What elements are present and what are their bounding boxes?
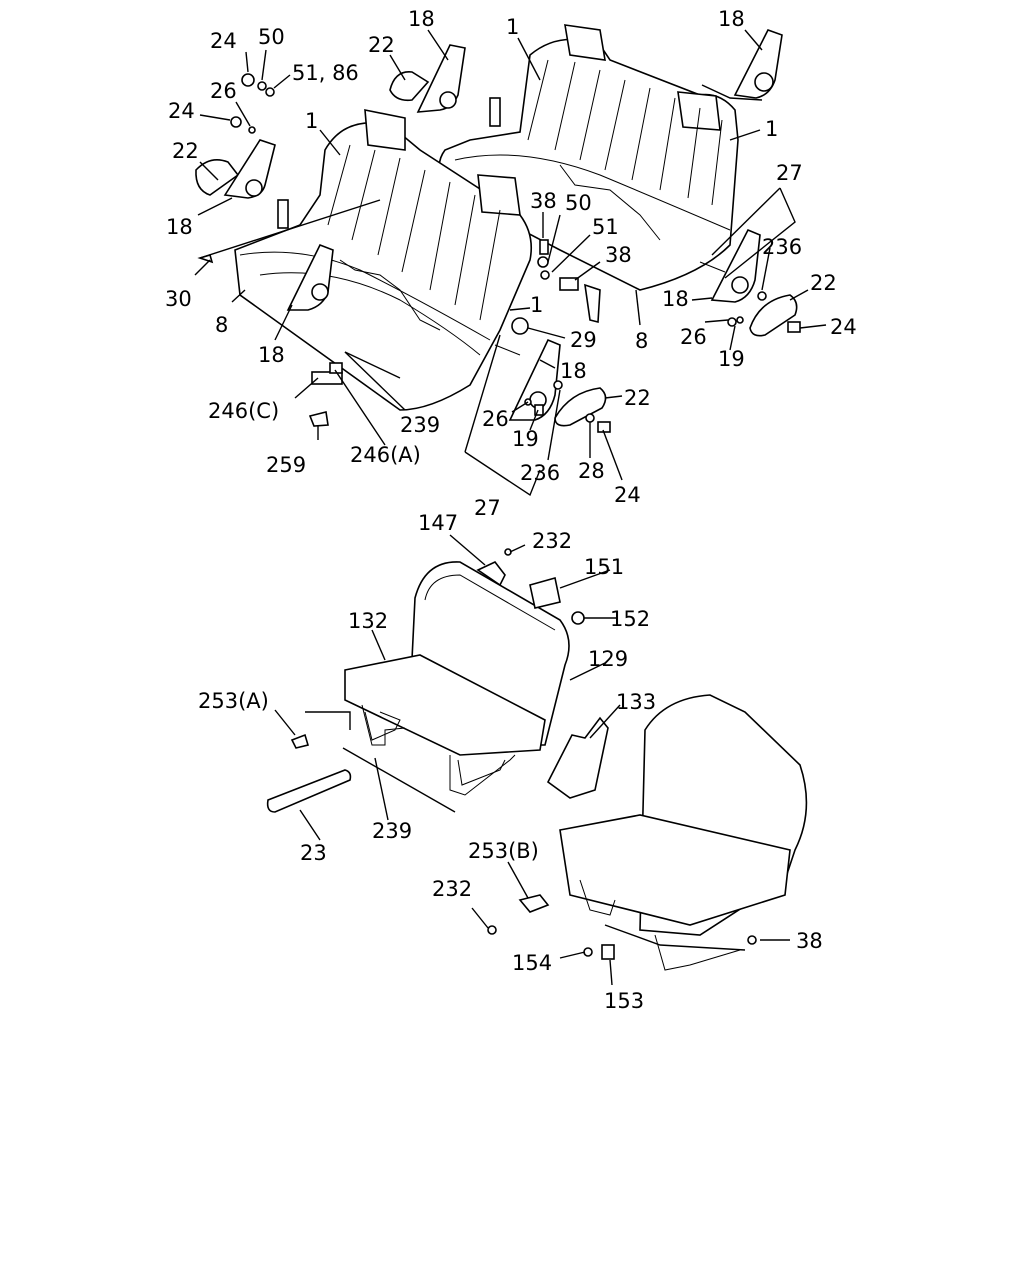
callout-153: 153 <box>604 989 644 1013</box>
callout-18-c: 18 <box>718 7 745 31</box>
hardware-lower-left <box>286 243 401 427</box>
callout-22-c: 22 <box>810 271 837 295</box>
callout-239-b: 239 <box>372 819 412 843</box>
callout-30: 30 <box>165 287 192 311</box>
callout-22-b: 22 <box>368 33 395 57</box>
callout-18-a: 18 <box>166 215 193 239</box>
recliner-18-e <box>508 338 561 421</box>
cover-23 <box>266 769 352 813</box>
callout-22-d: 22 <box>624 386 651 410</box>
callout-24-d: 24 <box>614 483 641 507</box>
callout-129: 129 <box>588 647 628 671</box>
callout-27-b: 27 <box>474 496 501 520</box>
hardware-center <box>494 239 611 433</box>
recliner-cover-22-d <box>554 387 607 427</box>
callout-253-a: 253(A) <box>198 689 269 713</box>
callout-1-a: 1 <box>506 15 519 39</box>
callout-232-a: 232 <box>532 529 572 553</box>
callout-29: 29 <box>570 328 597 352</box>
callout-26-c: 26 <box>482 407 509 431</box>
callout-27-a: 27 <box>776 161 803 185</box>
callout-236-b: 236 <box>520 461 560 485</box>
bench-cushion-132 <box>344 654 546 756</box>
callout-259: 259 <box>266 453 306 477</box>
callout-8-a: 8 <box>215 313 228 337</box>
callout-51: 51 <box>592 215 619 239</box>
callout-133: 133 <box>616 690 656 714</box>
hardware-right <box>699 228 801 337</box>
callout-151: 151 <box>584 555 624 579</box>
callout-38-c: 38 <box>796 929 823 953</box>
callout-18-e: 18 <box>258 343 285 367</box>
callout-26-a: 26 <box>210 79 237 103</box>
callout-1-c: 1 <box>765 117 778 141</box>
callout-147: 147 <box>418 511 458 535</box>
callout-26-b: 26 <box>680 325 707 349</box>
callout-1-b: 1 <box>305 109 318 133</box>
hardware-top-right <box>733 29 783 99</box>
recliner-cover-22-b <box>389 71 430 102</box>
hardware-top-center <box>389 44 501 127</box>
clip-253-a <box>290 733 310 749</box>
callout-8-b: 8 <box>635 329 648 353</box>
callout-22-a: 22 <box>172 139 199 163</box>
recliner-cover-22-c <box>749 294 798 337</box>
handle-147 <box>476 561 506 587</box>
callout-24-a: 24 <box>210 29 237 53</box>
callout-18-d: 18 <box>662 287 689 311</box>
callout-38-a: 38 <box>530 189 557 213</box>
callout-236-a: 236 <box>762 235 802 259</box>
callout-50-a: 50 <box>258 25 285 49</box>
callout-24-b: 24 <box>168 99 195 123</box>
bench-seat <box>344 561 570 796</box>
hinge-133 <box>546 716 609 799</box>
callout-18-f: 18 <box>560 359 587 383</box>
seat-rear-right <box>438 24 739 291</box>
hardware-top-left <box>195 73 289 264</box>
callout-239-a: 239 <box>400 413 440 437</box>
callout-152: 152 <box>610 607 650 631</box>
callout-253-b: 253(B) <box>468 839 539 863</box>
seat-front-left <box>234 109 533 411</box>
callout-51-86: 51, 86 <box>292 61 359 85</box>
callout-labels: 24 50 51, 86 26 24 22 18 18 22 1 1 18 1 … <box>165 7 857 1013</box>
callout-18-b: 18 <box>408 7 435 31</box>
clip-253-b <box>518 894 550 913</box>
callout-132: 132 <box>348 609 388 633</box>
bench-hardware <box>266 548 757 960</box>
callout-19-b: 19 <box>512 427 539 451</box>
callout-23: 23 <box>300 841 327 865</box>
callout-24-c: 24 <box>830 315 857 339</box>
callout-1-d: 1 <box>530 293 543 317</box>
bracket-151 <box>529 576 561 609</box>
callout-50-b: 50 <box>565 191 592 215</box>
leader-lines-top <box>194 29 827 497</box>
callout-232-b: 232 <box>432 877 472 901</box>
callout-246-a: 246(A) <box>350 443 421 467</box>
bench-seat-lower <box>559 694 808 971</box>
callout-246-c: 246(C) <box>208 399 279 423</box>
callout-38-b: 38 <box>605 243 632 267</box>
callout-28: 28 <box>578 459 605 483</box>
callout-19-a: 19 <box>718 347 745 371</box>
callout-154: 154 <box>512 951 552 975</box>
leader-lines-bottom <box>274 534 790 986</box>
